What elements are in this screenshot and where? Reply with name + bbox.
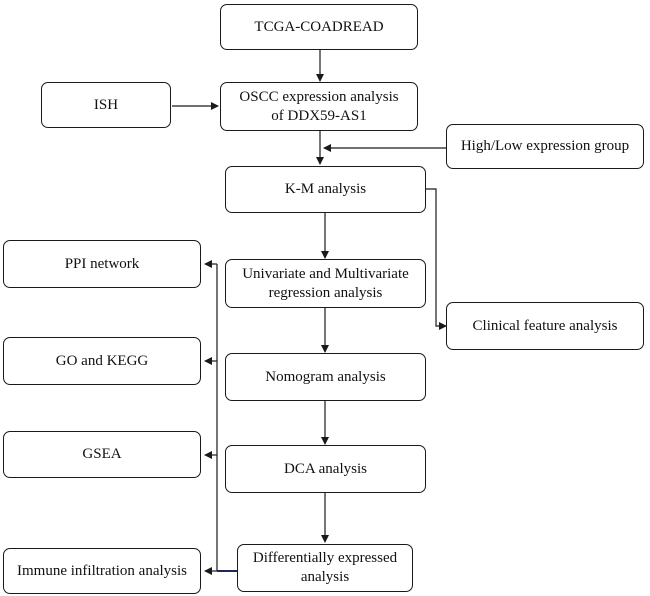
node-go-label: GO and KEGG [55,352,149,369]
node-tcga-label: TCGA-COADREAD [254,18,384,35]
node-go-kegg: GO and KEGG [3,337,201,385]
node-ppi-label: PPI network [64,255,140,272]
node-univariate-label-line1: Univariate and Multivariate [242,265,409,282]
node-differential-label-line1: Differentially expressed [252,550,398,566]
node-differential-label-line2: analysis [300,569,350,585]
node-ppi-network: PPI network [3,240,201,288]
node-highlow-label: High/Low expression group [460,138,630,154]
node-gsea: GSEA [3,431,201,478]
node-clinical-label: Clinical feature analysis [472,317,618,334]
arrow-km-to-clinical [426,188,447,330]
node-differentially-expressed: Differentially expressed analysis [237,544,413,592]
node-km-label: K-M analysis [284,181,367,197]
node-gsea-label: GSEA [82,446,122,462]
node-nomogram-label: Nomogram analysis [265,368,386,385]
node-clinical-feature: Clinical feature analysis [446,302,644,350]
node-dca-analysis: DCA analysis [225,445,426,493]
node-high-low-expression: High/Low expression group [446,124,644,169]
node-km-analysis: K-M analysis [225,166,426,213]
node-dca-label: DCA analysis [284,460,367,477]
node-immune-infiltration: Immune infiltration analysis [3,548,201,594]
node-nomogram: Nomogram analysis [225,353,426,401]
node-oscc-label-line2: of DDX59-AS1 [271,107,367,124]
node-oscc-expression: OSCC expression analysis of DDX59-AS1 [220,82,418,131]
node-tcga-coadread: TCGA-COADREAD [220,4,418,50]
node-ish-label: ISH [93,96,119,113]
node-ish: ISH [41,82,171,128]
node-oscc-label-line1: OSCC expression analysis [239,88,399,105]
node-univariate-multivariate: Univariate and Multivariate regression a… [225,259,426,308]
node-univariate-label-line2: regression analysis [268,284,383,301]
node-immune-label: Immune infiltration analysis [17,562,187,579]
